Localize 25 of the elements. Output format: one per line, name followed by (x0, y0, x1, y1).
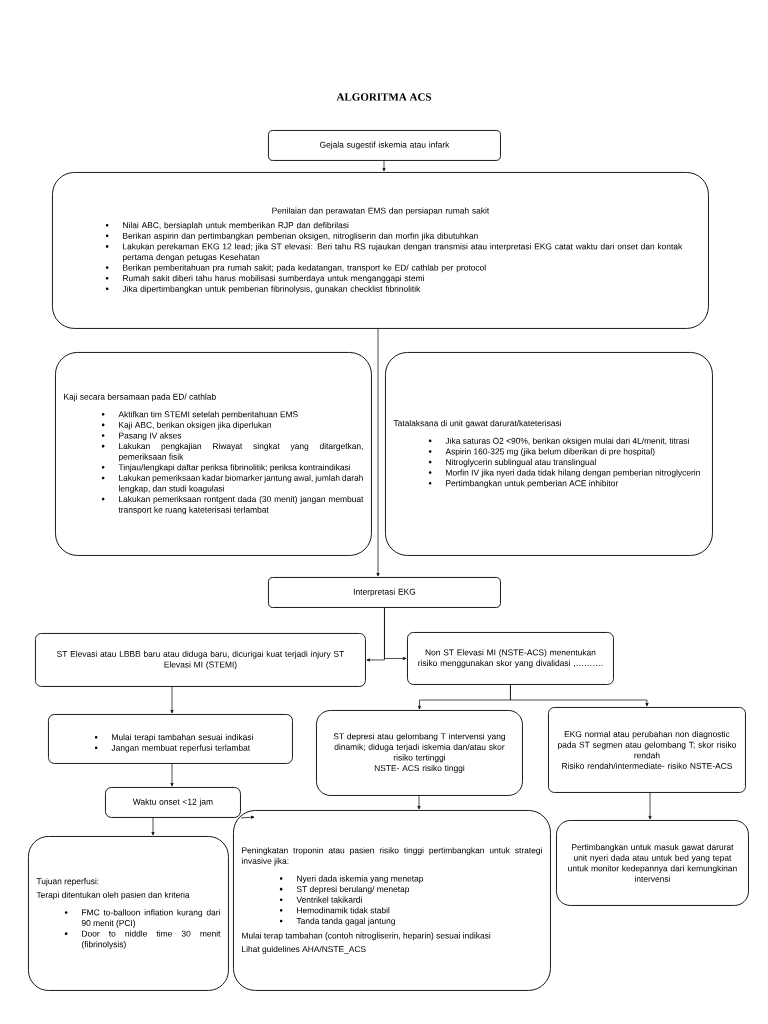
title: ALGORITMA ACS (336, 93, 432, 101)
arrow (376, 328, 380, 577)
arrow (170, 686, 174, 714)
process-box: Non ST Elevasi MI (NSTE-ACS) menentukan risiko menggunakan skor yang divalidasi ,………. (407, 632, 614, 685)
arrow (510, 684, 649, 707)
process-box: Penilaian dan perawatan EMS dan persiapan rumah sakit Nilai ABC, bersiaplah untuk memberikan RJP dan defibrilasi Berikan aspirin dan pertimbangkan pemberian oksigen, nitrogliserin dan morfin jika dibutuhkan Lakukan perekaman EKG 12 lead; jika ST elevasi: Beri tahu RS rujaukan dengan transmisi atau interpretasi EKG catat waktu dari onset dan kontak pertama dengan petugas Kesehatan Berikan pemberitahuan pra rumah sakit; pada kedatangan, transport ke ED/ cathlab per protocol Rumah sakit diberi tahu harus mobilisasi sumberdaya untuk menganggapi stemi Jika dipertimbangkan untuk pemberian fibrinolysis, gunakan checklist fibrinolitik (52, 172, 709, 329)
process-box: EKG normal atau perubahan non diagnostic pada ST segmen atau gelombang T; skor risiko rendah Risiko rendah/intermediate- risiko NSTE-ACS (548, 707, 746, 793)
process-box: Waktu onset <12 jam (105, 787, 241, 818)
process-box: Kaji secara bersamaan pada ED/ cathlab Aktifkan tim STEMI setelah pemberitahuan EMS Kaji ABC, berikan oksigen jika diperlukan Pasang IV akses Lakukan pengkajian Riwayat singkat yang ditargetkan, pemeriksaan fisik Tinjau/lengkapi daftar periksa fibrinolitik; periksa kontraindikasi Lakukan pemeriksaan kadar biomarker jantung awal, jumlah darah lengkap, dan studi koagulasi Lakukan pemeriksaan rontgent dada (30 menit) jangan membuat transport ke ruang kateterisasi terlambat (55, 352, 372, 556)
process-box: Interpretasi EKG (268, 577, 501, 608)
arrow (240, 815, 255, 819)
arrow (384, 607, 407, 660)
arrow (170, 763, 174, 787)
process-box: Tatalaksana di unit gawat darurat/kateterisasi Jika saturas O2 <90%, berikan oksigen mulai dari 4L/menit, titrasi Aspirin 160-325 mg (jika belum diberikan di pre hospital) Nitroglycerin sublingual atau translingual Morfin IV jika nyeri dada tidak hilang dengan pemberian nitroglycerin Pertimbangkan untuk pemberian ACE inhibitor (385, 352, 713, 556)
process-box: Peningkatan troponin atau pasien risiko tinggi pertimbangkan untuk strategi invasive jika: Nyeri dada iskemia yang menetap ST depresi berulang/ menetap Ventrikel takikardi Hemodinamik tidak stabil Tanda tanda gagal jantung Mulai terap tambahan (contoh nitrogliserin, heparin) sesuai indikasi Lihat guidelines AHA/NSTE_ACS (233, 810, 551, 991)
arrow (382, 160, 386, 172)
arrow (417, 795, 421, 810)
arrow (648, 792, 652, 820)
process-box: ST depresi atau gelombang T intervensi yang dinamik; diduga terjadi iskemia dan/atau skor risiko tertinggi NSTE- ACS risiko tinggi (316, 710, 523, 796)
process-box: Tujuan reperfusi: Terapi ditentukan oleh pasien dan kriteria FMC to-balloon inflation kurang dari 90 menit (PCI) Door to niddle time 30 menit (fibrinolysis) (28, 836, 229, 991)
process-box: Mulai terapi tambahan sesuai indikasi Jangan membuat reperfusi terlambat (48, 714, 293, 764)
process-box: Pertimbangkan untuk masuk gawat darurat unit nyeri dada atau untuk bed yang tepat untuk monitor kedepannya dari kemungkinan intervensi (556, 820, 749, 906)
process-box: ST Elevasi atau LBBB baru atau diduga baru, dicurigai kuat terjadi injury ST Elevasi MI (STEMI) (35, 633, 366, 687)
process-box: Gejala sugestif iskemia atau infark (268, 130, 501, 161)
arrow (151, 817, 155, 836)
